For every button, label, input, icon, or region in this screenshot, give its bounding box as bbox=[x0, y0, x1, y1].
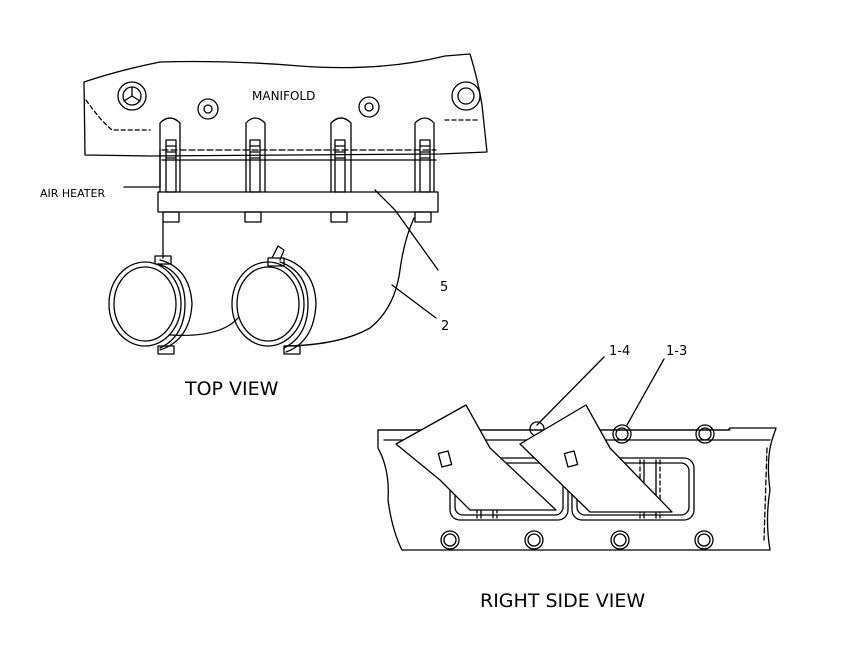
callout-1-3-leader bbox=[626, 358, 665, 426]
heater-flange-plate bbox=[157, 191, 439, 213]
mounting-slot bbox=[414, 117, 435, 193]
mounting-slot bbox=[330, 117, 352, 193]
side-bolt-hole bbox=[615, 427, 629, 441]
manifold-bolt-hole bbox=[117, 81, 147, 111]
side-bolt-hole bbox=[698, 427, 712, 441]
air-heater-label: AIR HEATER bbox=[40, 187, 105, 200]
inlet-tube-left bbox=[108, 255, 193, 355]
stud bbox=[334, 139, 346, 193]
gasket-tab-right bbox=[519, 404, 673, 513]
mounting-slot bbox=[245, 117, 266, 193]
manifold-bolt-hole bbox=[197, 98, 219, 120]
nut bbox=[162, 211, 180, 223]
side-bolt-hole bbox=[694, 530, 714, 550]
gasket-tab-left-notch bbox=[437, 450, 453, 468]
heater-body bbox=[169, 217, 415, 347]
side-bolt-hole bbox=[613, 533, 627, 547]
stud bbox=[249, 139, 261, 193]
manifold-inner-dashed bbox=[85, 99, 481, 131]
callout-2-leader bbox=[391, 284, 437, 319]
manifold-bolt-hole bbox=[451, 81, 481, 111]
side-housing-outline bbox=[377, 427, 777, 551]
right-side-view-caption: RIGHT SIDE VIEW bbox=[480, 590, 645, 612]
manifold-bolt-hole bbox=[358, 96, 380, 118]
gasket-tab-right-notch bbox=[563, 450, 579, 468]
stud bbox=[165, 139, 177, 193]
top-view: MANIFOLD AIR HEATER 5 2 bbox=[40, 53, 488, 400]
callout-1-3-label: 1-3 bbox=[666, 344, 687, 359]
stud bbox=[419, 139, 431, 193]
side-housing-dashed-edge bbox=[763, 447, 768, 541]
side-bolt-hole bbox=[440, 530, 460, 550]
side-bolt-hole bbox=[695, 424, 715, 444]
side-bolt-hole bbox=[527, 533, 541, 547]
side-bolt-hole bbox=[612, 424, 632, 444]
inlet-tube-right bbox=[231, 245, 317, 355]
gasket-tab-left bbox=[395, 404, 557, 511]
callout-1-4-label: 1-4 bbox=[609, 344, 630, 359]
mounting-slot bbox=[159, 117, 181, 193]
side-bolt-hole bbox=[524, 530, 544, 550]
nut bbox=[244, 211, 262, 223]
nut bbox=[414, 211, 432, 223]
callout-2-label: 2 bbox=[441, 319, 449, 334]
side-bolt-hole bbox=[610, 530, 630, 550]
callout-1-4-leader bbox=[536, 356, 605, 426]
side-bolt-hole bbox=[443, 533, 457, 547]
callout-5-label: 5 bbox=[440, 280, 448, 295]
nut bbox=[330, 211, 348, 223]
air-heater-leader bbox=[123, 149, 161, 188]
right-side-view: 1-4 1-3 RIGHT SIDE VIEW bbox=[377, 344, 777, 612]
manifold-label: MANIFOLD bbox=[252, 89, 315, 103]
side-bolt-hole bbox=[697, 533, 711, 547]
callout-5-leader bbox=[374, 189, 439, 271]
manifold-outline bbox=[83, 53, 488, 157]
top-view-caption: TOP VIEW bbox=[184, 378, 279, 400]
